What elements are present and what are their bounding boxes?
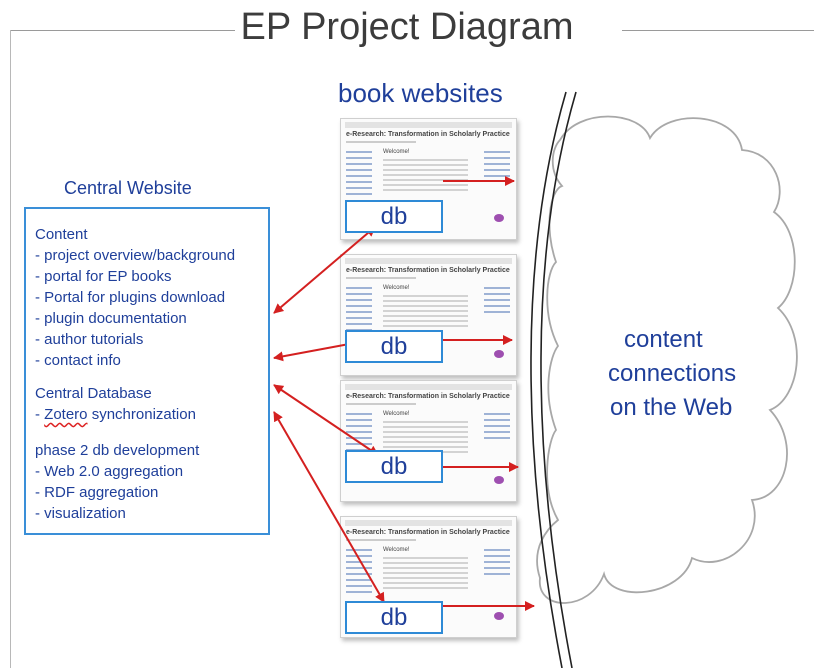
book-websites-label: book websites (338, 78, 503, 108)
cloud-text-line: content (624, 326, 703, 353)
website-logo (494, 612, 504, 620)
web-cloud-outline (536, 115, 798, 604)
web-boundary-line (530, 91, 567, 668)
database-heading: Central Database (35, 385, 152, 402)
website-heading: e-Research: Transformation in Scholarly … (346, 131, 510, 138)
website-logo (494, 350, 504, 358)
website-welcome: Welcome! (383, 547, 410, 553)
content-item: - project overview/background (35, 247, 236, 264)
title-rule-left (10, 30, 235, 31)
db-box-1: db (345, 200, 443, 233)
web-boundary-line (540, 91, 577, 668)
website-heading: e-Research: Transformation in Scholarly … (346, 267, 510, 274)
database-item: - Zotero synchronization (35, 406, 196, 423)
website-welcome: Welcome! (383, 285, 410, 291)
central-website-box: Content - project overview/background - … (24, 207, 270, 535)
content-item: - plugin documentation (35, 310, 187, 327)
central-db-arrow (273, 411, 385, 603)
phase2-item: - Web 2.0 aggregation (35, 463, 184, 480)
website-heading: e-Research: Transformation in Scholarly … (346, 393, 510, 400)
title-rule-right (622, 30, 814, 31)
content-item: - portal for EP books (35, 268, 172, 285)
db-box-4: db (345, 601, 443, 634)
central-db-arrow (273, 384, 379, 456)
cloud-text-line: connections (608, 360, 737, 387)
website-logo (494, 214, 504, 222)
content-item: - Portal for plugins download (35, 289, 226, 306)
website-logo (494, 476, 504, 484)
website-heading: e-Research: Transformation in Scholarly … (346, 529, 510, 536)
phase2-item: - visualization (35, 505, 126, 522)
db-box-2: db (345, 330, 443, 363)
content-item: - contact info (35, 352, 121, 369)
website-welcome: Welcome! (383, 411, 410, 417)
zotero-word: Zotero (44, 406, 88, 423)
phase2-heading: phase 2 db development (35, 442, 200, 459)
content-heading: Content (35, 226, 88, 243)
content-item: - author tutorials (35, 331, 144, 348)
page-title: EP Project Diagram (240, 6, 574, 48)
cloud-text-line: on the Web (610, 394, 733, 421)
central-website-label: Central Website (64, 178, 192, 198)
website-welcome: Welcome! (383, 149, 410, 155)
phase2-item: - RDF aggregation (35, 484, 159, 501)
frame-left-rule (10, 30, 11, 668)
central-db-arrow (273, 226, 376, 314)
db-box-3: db (345, 450, 443, 483)
